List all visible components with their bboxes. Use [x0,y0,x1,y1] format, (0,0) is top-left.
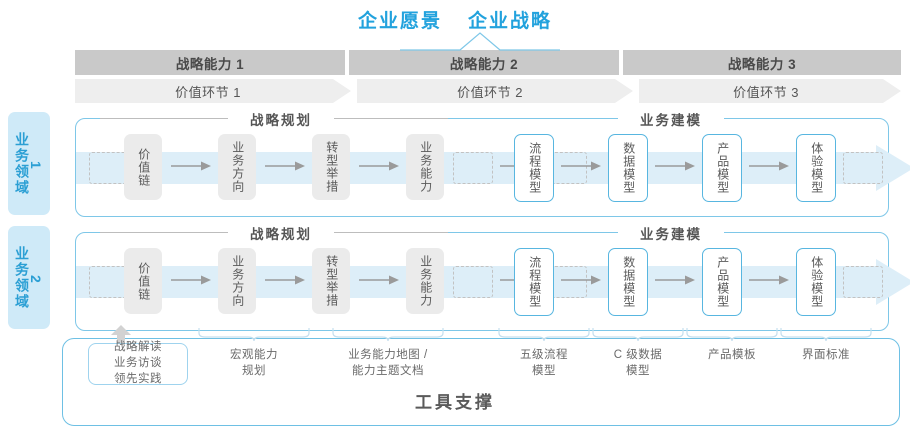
row-1-arrow-7 [749,161,789,171]
row-2-step-label-7: 产品模型 [715,256,730,308]
tool-label-product-template: 产品模板 [708,349,756,361]
row-2-modeling-rule-right [710,232,820,233]
row-2-step-business-direction[interactable]: 业务方向 [218,248,256,314]
row-1-step-label-6: 数据模型 [621,142,636,194]
tool-box-strategy-interpretation[interactable]: 战略解读 业务访谈 领先实践 [88,341,188,385]
row-2-step-label-1: 价值链 [136,261,151,301]
tool-brace-4 [498,328,590,342]
domain-2-label: 业务领域 [14,245,30,310]
row-1-step-value-chain[interactable]: 价值链 [124,134,162,200]
row-1-arrow-3 [359,161,399,171]
business-domain-1-row: 价值链 业务方向 转型举措 业务能力 流程模型 [75,118,910,217]
tool-label-five-level-process: 五级流程 模型 [520,349,568,377]
row-1-planning-rule-left [100,118,228,119]
row-2-arrow-1 [171,275,211,285]
tool-brace-7 [780,328,872,342]
capability-cell-2[interactable]: 战略能力 2 [349,50,619,75]
row-1-step-product-model[interactable]: 产品模型 [702,134,742,202]
row-1-arrow-1 [171,161,211,171]
row-1-planning-label: 战略规划 [228,110,334,128]
row-1-step-label-1: 价值链 [136,147,151,187]
capability-cell-1[interactable]: 战略能力 1 [75,50,345,75]
row-1-step-transformation[interactable]: 转型举措 [312,134,350,200]
capability-cell-3[interactable]: 战略能力 3 [623,50,901,75]
value-link-bar: 价值环节 1 价值环节 2 价值环节 3 [75,79,901,103]
row-1-step-label-3: 转型举措 [324,141,339,193]
row-2-step-label-3: 转型举措 [324,255,339,307]
footer-title: 工具支撑 [415,393,495,412]
row-1-step-business-capability[interactable]: 业务能力 [406,134,444,200]
row-1-step-label-5: 流程模型 [527,142,542,194]
row-2-step-label-2: 业务方向 [230,255,245,307]
row-1-step-label-2: 业务方向 [230,141,245,193]
row-2-modeling-label: 业务建模 [618,224,724,242]
row-2-step-value-chain[interactable]: 价值链 [124,248,162,314]
row-2-step-data-model[interactable]: 数据模型 [608,248,648,316]
row-1-arrow-2 [265,161,305,171]
enterprise-vision-title: 企业愿景 [357,11,442,32]
row-1-arrow-6 [655,161,695,171]
value-link-cell-2[interactable]: 价值环节 2 [457,84,523,100]
row-1-ghost-end [843,152,883,184]
tool-label-macro-capability: 宏观能力 规划 [230,349,278,377]
row-1-step-experience-model[interactable]: 体验模型 [796,134,836,202]
row-2-step-product-model[interactable]: 产品模型 [702,248,742,316]
row-2-planning-label: 战略规划 [228,224,334,242]
vision-strategy-header: 企业愿景 企业战略 [0,6,910,33]
row-2-ghost-mid-1 [453,266,493,298]
tool-label-capability-map: 业务能力地图 / 能力主题文档 [348,349,428,377]
row-1-step-label-7: 产品模型 [715,142,730,194]
row-1-modeling-label: 业务建模 [618,110,724,128]
row-1-step-process-model[interactable]: 流程模型 [514,134,554,202]
row-1-step-business-direction[interactable]: 业务方向 [218,134,256,200]
business-domain-2-row: 价值链 业务方向 转型举措 业务能力 流程模型 [75,232,910,331]
row-1-ghost-mid-1 [453,152,493,184]
sidebar-item-business-domain-2[interactable]: 业务领域 2 [8,226,50,329]
row-2-modeling-rule-left [508,232,618,233]
row-1-step-data-model[interactable]: 数据模型 [608,134,648,202]
sidebar-item-business-domain-1[interactable]: 业务领域 1 [8,112,50,215]
row-2-arrow-7 [749,275,789,285]
value-link-cell-3[interactable]: 价值环节 3 [733,84,799,100]
value-link-cell-1[interactable]: 价值环节 1 [175,84,241,100]
row-1-planning-rule-right [320,118,448,119]
row-2-ghost-end [843,266,883,298]
domain-1-label: 业务领域 [14,131,30,196]
row-2-planning-rule-right [320,232,448,233]
row-1-modeling-rule-right [710,118,820,119]
tool-up-arrow-icon [111,325,131,343]
tool-brace-3 [332,328,444,342]
tool-label-ui-standard: 界面标准 [802,349,850,361]
row-2-step-business-capability[interactable]: 业务能力 [406,248,444,314]
tool-brace-5 [592,328,684,342]
row-2-arrow-3 [359,275,399,285]
row-2-arrow-6 [655,275,695,285]
row-2-step-process-model[interactable]: 流程模型 [514,248,554,316]
row-1-arrow-5 [561,161,601,171]
row-1-step-label-8: 体验模型 [809,142,824,194]
domain-2-number: 2 [28,274,44,283]
vision-connector-line [400,32,560,51]
row-1-ghost-start [89,152,129,184]
row-2-ghost-start [89,266,129,298]
row-2-step-transformation[interactable]: 转型举措 [312,248,350,314]
row-2-planning-rule-left [100,232,228,233]
row-2-step-label-8: 体验模型 [809,256,824,308]
row-2-step-label-6: 数据模型 [621,256,636,308]
row-2-step-label-4: 业务能力 [418,255,433,307]
row-1-modeling-rule-left [508,118,618,119]
row-1-step-label-4: 业务能力 [418,141,433,193]
tool-support-container [62,338,900,426]
tool-label-c-level-data: C 级数据 模型 [613,349,663,377]
tool-brace-2 [198,328,310,342]
row-2-arrow-2 [265,275,305,285]
tool-brace-6 [686,328,778,342]
strategic-capability-bar: 战略能力 1 战略能力 2 战略能力 3 [75,50,901,75]
row-2-step-experience-model[interactable]: 体验模型 [796,248,836,316]
value-link-chevrons [75,79,901,103]
row-2-arrow-5 [561,275,601,285]
row-2-step-label-5: 流程模型 [527,256,542,308]
enterprise-strategy-title: 企业战略 [468,11,553,32]
domain-1-number: 1 [28,160,44,169]
